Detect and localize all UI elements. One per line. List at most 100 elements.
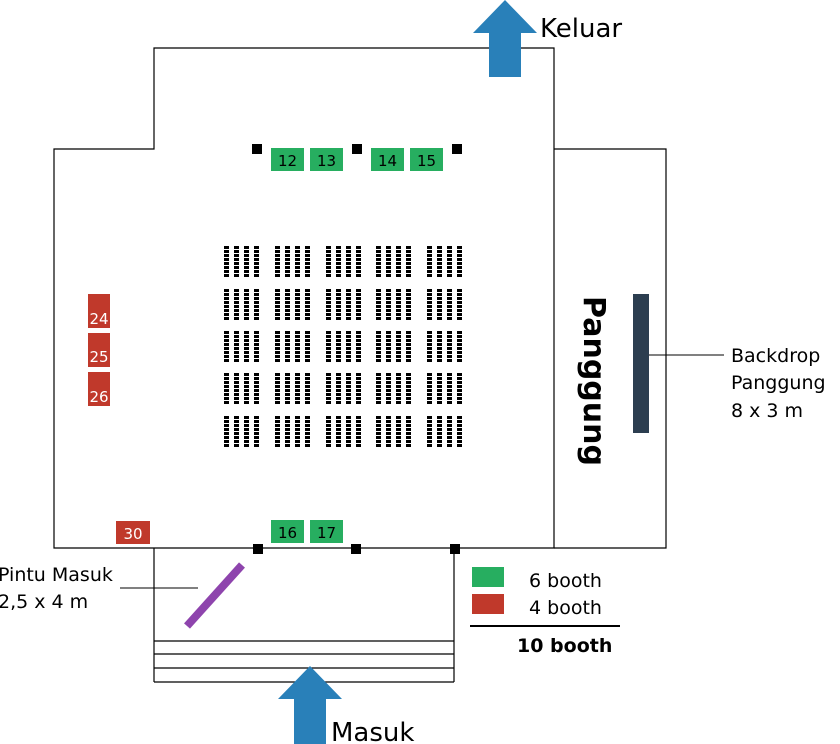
seat	[254, 297, 259, 300]
seat	[356, 246, 361, 249]
seat	[447, 424, 452, 427]
seat	[457, 262, 462, 265]
seat	[406, 416, 411, 419]
seat	[234, 254, 239, 257]
seat	[437, 393, 442, 396]
seat	[406, 393, 411, 396]
seat	[356, 377, 361, 380]
seat	[305, 343, 310, 346]
seat	[234, 373, 239, 376]
seat	[386, 393, 391, 396]
seat	[285, 373, 290, 376]
seat	[447, 416, 452, 419]
seat	[386, 440, 391, 443]
seat	[386, 301, 391, 304]
seat	[386, 339, 391, 342]
seat	[346, 262, 351, 265]
seat	[376, 262, 381, 265]
seat	[224, 420, 229, 423]
seat	[275, 397, 280, 400]
seat	[305, 397, 310, 400]
seat	[234, 246, 239, 249]
pillar	[252, 144, 262, 154]
seat	[224, 428, 229, 431]
seat	[346, 305, 351, 308]
seat	[427, 377, 432, 380]
seat	[346, 309, 351, 312]
seat	[346, 343, 351, 346]
seat	[346, 270, 351, 273]
seat	[336, 258, 341, 261]
seat	[336, 436, 341, 439]
seat	[336, 301, 341, 304]
seat	[376, 416, 381, 419]
pillar	[452, 144, 462, 154]
seat	[406, 424, 411, 427]
seat	[295, 313, 300, 316]
seat	[376, 331, 381, 334]
seat	[346, 258, 351, 261]
seat	[427, 274, 432, 277]
entrance-label: Masuk	[331, 718, 414, 744]
seat	[234, 377, 239, 380]
seat	[346, 359, 351, 362]
booth-16: 16	[271, 520, 304, 543]
seat	[396, 335, 401, 338]
seat	[336, 424, 341, 427]
seat	[326, 440, 331, 443]
stage-label: Panggung	[576, 296, 611, 466]
seat	[447, 347, 452, 350]
seat	[447, 373, 452, 376]
seat	[386, 309, 391, 312]
seat	[326, 335, 331, 338]
seat	[295, 432, 300, 435]
seat	[234, 258, 239, 261]
seat	[234, 420, 239, 423]
seat	[336, 266, 341, 269]
seat	[447, 377, 452, 380]
seat	[437, 385, 442, 388]
seat	[336, 246, 341, 249]
seat	[457, 347, 462, 350]
seat	[234, 351, 239, 354]
seat	[356, 440, 361, 443]
seat	[285, 444, 290, 447]
seat	[406, 347, 411, 350]
seat	[224, 347, 229, 350]
seat	[356, 339, 361, 342]
seat	[376, 373, 381, 376]
seat	[285, 428, 290, 431]
seat	[346, 436, 351, 439]
seat	[457, 355, 462, 358]
seat	[285, 250, 290, 253]
seat	[244, 377, 249, 380]
seat	[427, 254, 432, 257]
seat	[336, 432, 341, 435]
seat	[427, 266, 432, 269]
seat	[244, 305, 249, 308]
seat	[254, 250, 259, 253]
seat	[386, 270, 391, 273]
seat	[254, 393, 259, 396]
seat	[427, 289, 432, 292]
booth-17: 17	[310, 520, 343, 543]
seat	[447, 432, 452, 435]
seat	[346, 424, 351, 427]
seat	[346, 331, 351, 334]
seat	[254, 266, 259, 269]
booth-12: 12	[271, 148, 304, 171]
seat	[254, 339, 259, 342]
seat	[285, 262, 290, 265]
seat	[224, 254, 229, 257]
seat	[234, 297, 239, 300]
seat	[346, 313, 351, 316]
backdrop-label-1: Backdrop	[731, 345, 820, 367]
booth-30: 30	[116, 521, 150, 544]
seat	[447, 381, 452, 384]
seat	[427, 359, 432, 362]
seat	[447, 444, 452, 447]
seat	[224, 373, 229, 376]
seat	[305, 420, 310, 423]
seat	[437, 436, 442, 439]
seat	[244, 309, 249, 312]
